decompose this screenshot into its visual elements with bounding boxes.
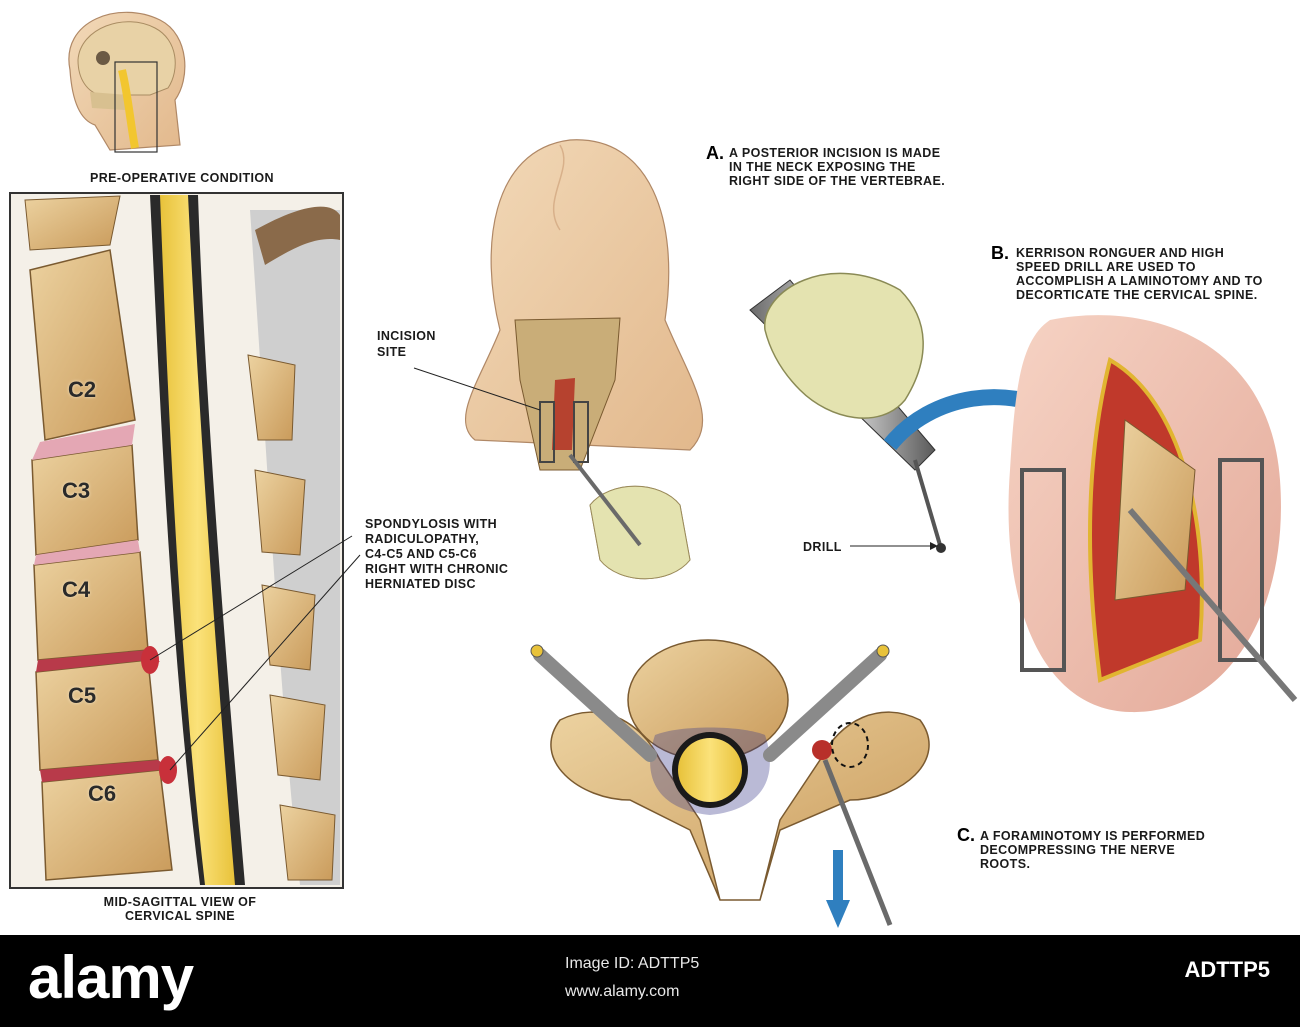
midsagittal-panel xyxy=(9,192,344,889)
vertebra-label-c5: C5 xyxy=(68,683,97,708)
posterior-head xyxy=(413,139,704,580)
incision-site-line2: SITE xyxy=(377,345,407,359)
vertebra-label-c4: C4 xyxy=(62,577,91,602)
step-b-line2: SPEED DRILL ARE USED TO xyxy=(1016,260,1196,274)
drill-hand xyxy=(749,272,946,553)
spondylosis-label: SPONDYLOSIS WITH RADICULOPATHY, C4-C5 AN… xyxy=(365,517,508,592)
spondylosis-pointers xyxy=(149,535,361,771)
incision-site-line1: INCISION xyxy=(377,329,436,343)
alamy-logo: alamy xyxy=(28,944,194,1011)
vertebra-label-c3: C3 xyxy=(62,478,91,503)
step-c-line2: DECOMPRESSING THE NERVE xyxy=(980,843,1176,857)
step-c-line3: ROOTS. xyxy=(980,857,1031,871)
vertebra-label-c2: C2 xyxy=(68,377,97,402)
spondylosis-line1: SPONDYLOSIS WITH xyxy=(365,517,498,531)
spondylosis-line5: HERNIATED DISC xyxy=(365,577,476,591)
axial-vertebra xyxy=(530,639,930,928)
spondylosis-line3: C4-C5 AND C5-C6 xyxy=(365,547,477,561)
spondylosis-line4: RIGHT WITH CHRONIC xyxy=(365,562,509,576)
step-c-text: A FORAMINOTOMY IS PERFORMED DECOMPRESSIN… xyxy=(980,829,1205,871)
step-b-text: KERRISON RONGUER AND HIGH SPEED DRILL AR… xyxy=(1016,246,1263,302)
footer-image-id: ADTTP5 xyxy=(1184,957,1270,982)
step-a-line3: RIGHT SIDE OF THE VERTEBRAE. xyxy=(729,174,946,188)
footer-image-id-line: Image ID: ADTTP5 xyxy=(565,955,700,972)
step-c-letter: C. xyxy=(957,825,975,845)
vertebra-label-c6: C6 xyxy=(88,781,117,806)
incision-site-label: INCISION SITE xyxy=(377,328,436,360)
drill-label: DRILL xyxy=(803,540,842,554)
footer-url-line: www.alamy.com xyxy=(565,983,680,1000)
step-c-line1: A FORAMINOTOMY IS PERFORMED xyxy=(980,829,1206,843)
step-a-line1: A POSTERIOR INCISION IS MADE xyxy=(729,146,941,160)
step-b-letter: B. xyxy=(991,243,1009,263)
step-a-line2: IN THE NECK EXPOSING THE xyxy=(729,160,916,174)
step-b-line4: DECORTICATE THE CERVICAL SPINE. xyxy=(1016,288,1258,302)
surgical-site xyxy=(1008,315,1298,713)
step-b-line1: KERRISON RONGUER AND HIGH xyxy=(1016,246,1225,260)
step-b-line3: ACCOMPLISH A LAMINOTOMY AND TO xyxy=(1016,274,1263,288)
step-a-text: A POSTERIOR INCISION IS MADE IN THE NECK… xyxy=(729,146,945,188)
preop-caption: PRE-OPERATIVE CONDITION xyxy=(90,171,274,185)
midsagittal-caption-line1: MID-SAGITTAL VIEW OF xyxy=(103,895,257,909)
head-thumbnail xyxy=(68,11,186,153)
midsagittal-caption-line2: CERVICAL SPINE xyxy=(124,909,236,923)
midsagittal-caption: MID-SAGITTAL VIEW OF CERVICAL SPINE xyxy=(100,895,260,923)
spondylosis-line2: RADICULOPATHY, xyxy=(365,532,480,546)
step-a-letter: A. xyxy=(706,143,724,163)
footer-bar: alamy Image ID: ADTTP5 www.alamy.com ADT… xyxy=(0,935,1300,1027)
